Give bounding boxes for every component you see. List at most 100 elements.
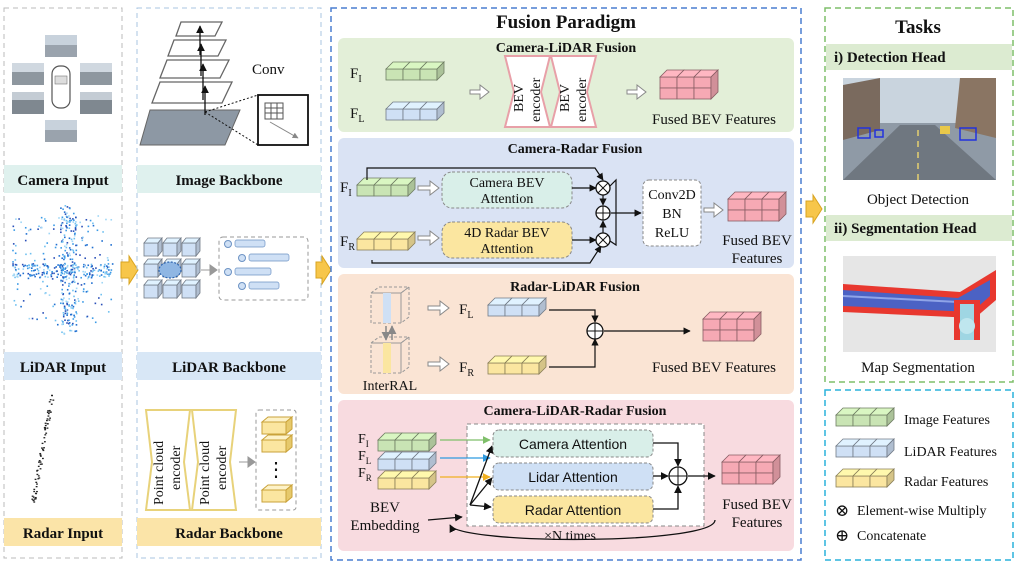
cl-enc2-line2: encoder	[575, 77, 590, 122]
seg-head-bg	[826, 215, 1012, 241]
cl-fl-label: FL	[350, 106, 364, 125]
clr-fused-block	[721, 454, 781, 485]
seg-head-label: ii) Segmentation Head	[834, 221, 977, 237]
clr-fi-label: FI	[358, 432, 369, 449]
cr-cam-att-line1: Camera BEV	[469, 176, 544, 191]
rl-fl-label: FL	[459, 302, 473, 321]
det-head-bg	[826, 44, 1012, 70]
cl-enc1-line1: BEV	[512, 84, 527, 112]
camera-input-label: Camera Input	[17, 173, 108, 189]
clr-connections	[427, 436, 716, 541]
voxel-arrow	[201, 264, 218, 276]
conv-label: Conv	[252, 62, 285, 78]
rl-arrow-l	[427, 299, 450, 317]
clr-bev-line2: Embedding	[350, 518, 420, 534]
image-backbone-pyramid	[139, 21, 309, 146]
legend-radar-block	[835, 468, 895, 488]
radar-backbone-bg	[137, 518, 321, 546]
clr-title: Camera-LiDAR-Radar Fusion	[484, 404, 667, 419]
radar-point-cloud	[31, 394, 55, 503]
cr-fi-label: FI	[340, 180, 352, 199]
image-backbone-bg	[137, 165, 321, 193]
backbones-panel	[136, 7, 322, 559]
cr-fused-block	[727, 191, 787, 222]
clr-camera-attention-label: Camera Attention	[519, 436, 627, 452]
cr-image-feature-block	[356, 177, 416, 197]
tasks-panel	[824, 7, 1014, 383]
legend-image-label: Image Features	[904, 413, 990, 428]
legend-multiply-label: Element-wise Multiply	[857, 504, 986, 519]
clr-out-line1: Fused BEV	[722, 497, 792, 513]
rl-arrow-r	[427, 355, 450, 373]
lidar-backbone-bg	[137, 352, 321, 380]
lidar-backbone-label: LiDAR Backbone	[172, 360, 286, 376]
cr-out-line1: Fused BEV	[722, 233, 792, 249]
cl-fi-label: FI	[350, 66, 362, 85]
legend-multiply-icon: ⊗	[835, 501, 849, 520]
input-to-backbone-arrow	[120, 254, 139, 286]
camera-images	[12, 35, 112, 142]
radar-input-bg	[4, 518, 122, 546]
cr-multiply-top-icon	[595, 180, 611, 196]
clr-image-feature-block	[377, 432, 437, 452]
cr-rad-att-line1: 4D Radar BEV	[464, 226, 550, 241]
rl-lidar-feature-block	[487, 297, 547, 317]
legend-image-block	[835, 407, 895, 427]
clr-radar-attention-box	[492, 495, 654, 524]
clr-concat-icon	[668, 466, 688, 486]
car-icon	[51, 65, 71, 109]
pc-encoder-1-line1: Point cloud	[152, 441, 167, 505]
cr-radar-feature-block	[356, 231, 416, 251]
rl-fused-block	[702, 311, 762, 342]
pc-encoder-2-line1: Point cloud	[198, 441, 213, 505]
segmentation-map	[842, 256, 996, 352]
legend-concat-icon: ⊕	[835, 526, 849, 545]
inputs-panel	[3, 7, 123, 559]
cr-title: Camera-Radar Fusion	[508, 142, 643, 157]
clr-loop-label: ×N times	[544, 529, 596, 544]
fusion-panel	[330, 7, 802, 561]
lidar-point-cloud	[12, 205, 114, 335]
cr-multiply-bottom-icon	[595, 232, 611, 248]
cl-arrow-in	[469, 83, 490, 101]
radar-backbone-label: Radar Backbone	[175, 526, 283, 542]
radar-input-label: Radar Input	[23, 526, 103, 542]
interral-label: InterRAL	[363, 379, 417, 394]
detection-image	[843, 78, 996, 180]
clr-camera-attention-box	[492, 429, 654, 458]
fusion-title: Fusion Paradigm	[496, 12, 636, 33]
clr-lidar-attention-label: Lidar Attention	[528, 469, 618, 485]
cl-enc2-line1: BEV	[558, 84, 573, 112]
cl-image-feature-block	[385, 61, 445, 81]
cl-output-label: Fused BEV Features	[652, 112, 776, 128]
cr-arrow-rad	[417, 229, 440, 247]
legend-concat-label: Concatenate	[857, 529, 926, 544]
legend-radar-label: Radar Features	[904, 475, 988, 490]
cl-lidar-feature-block	[385, 101, 445, 121]
legend-panel	[824, 389, 1014, 561]
lidar-voxel-grid	[143, 236, 201, 300]
clr-fl-label: FL	[358, 449, 371, 466]
rl-concat-icon	[586, 322, 604, 340]
cr-conv-box	[642, 179, 702, 247]
clr-lidar-attention-box	[492, 462, 654, 491]
clr-out-line2: Features	[732, 515, 783, 531]
pc-encoder-2-line2: encoder	[215, 445, 230, 490]
cr-arrow-out	[703, 201, 724, 219]
clr-radar-attention-label: Radar Attention	[525, 502, 622, 518]
lidar-input-label: LiDAR Input	[20, 360, 106, 376]
cr-connections	[366, 167, 642, 264]
token-dots: ⋮	[266, 459, 286, 481]
point-cloud-encoders	[144, 409, 238, 511]
cr-camera-attention-box	[441, 171, 573, 209]
clr-lidar-feature-block	[377, 451, 437, 471]
cr-arrow-cam	[417, 179, 440, 197]
rl-output-label: Fused BEV Features	[652, 360, 776, 376]
fusion-to-tasks-arrow	[805, 193, 823, 225]
pc-encoder-1-line2: encoder	[169, 445, 184, 490]
clr-fr-label: FR	[358, 466, 372, 483]
tasks-title: Tasks	[895, 17, 941, 38]
lidar-input-bg	[4, 352, 122, 380]
clr-bev-line1: BEV	[370, 500, 400, 516]
image-backbone-label: Image Backbone	[175, 173, 282, 189]
